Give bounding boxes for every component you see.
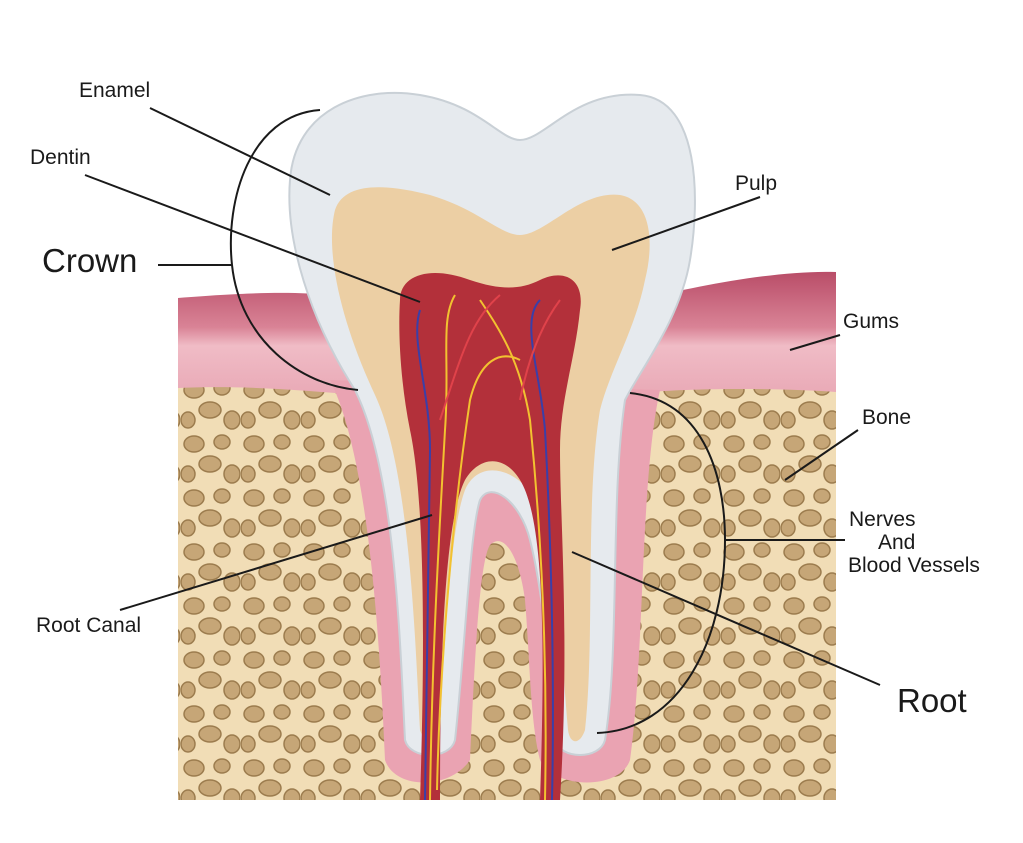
label-bone: Bone: [862, 406, 912, 429]
enamel-leader: [149, 107, 331, 196]
label-dentin: Dentin: [30, 146, 91, 169]
label-root: Root: [897, 682, 967, 719]
label-gums: Gums: [843, 310, 900, 333]
leader-lines: [84, 107, 881, 734]
label-nerves-line1: Nerves: [849, 508, 916, 531]
pulp-leader: [611, 196, 761, 251]
label-crown: Crown: [42, 242, 138, 279]
bone-leader: [784, 429, 859, 481]
root-leader: [571, 551, 881, 686]
label-enamel: Enamel: [79, 79, 151, 102]
label-pulp: Pulp: [735, 172, 778, 195]
label-nerves-line3: Blood Vessels: [848, 554, 980, 577]
gums-leader: [789, 334, 841, 351]
label-nerves-and-blood-vessels: Nerves And Blood Vessels: [848, 508, 1014, 577]
crown-bracket: [229, 109, 359, 391]
root-canal-leader: [119, 514, 433, 611]
label-nerves-line2: And: [878, 531, 916, 554]
label-root-canal: Root Canal: [36, 614, 142, 637]
nerves-and-vessels: [416, 294, 561, 801]
dentin-leader: [84, 174, 421, 303]
root-bracket: [596, 392, 727, 734]
